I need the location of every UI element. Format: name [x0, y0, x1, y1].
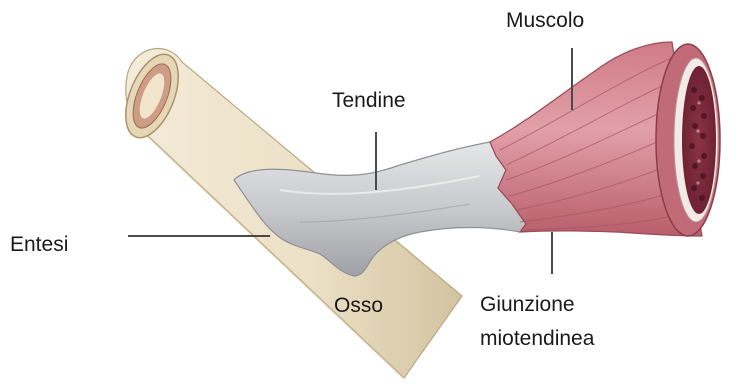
label-tendon: Tendine	[332, 88, 406, 114]
muscle-shape	[490, 42, 720, 236]
label-junction-line2: miotendinea	[480, 326, 594, 352]
label-enthesis: Entesi	[10, 232, 68, 258]
label-junction-line1: Giunzione	[480, 292, 575, 318]
label-muscle: Muscolo	[506, 8, 584, 34]
label-bone: Osso	[334, 293, 383, 319]
